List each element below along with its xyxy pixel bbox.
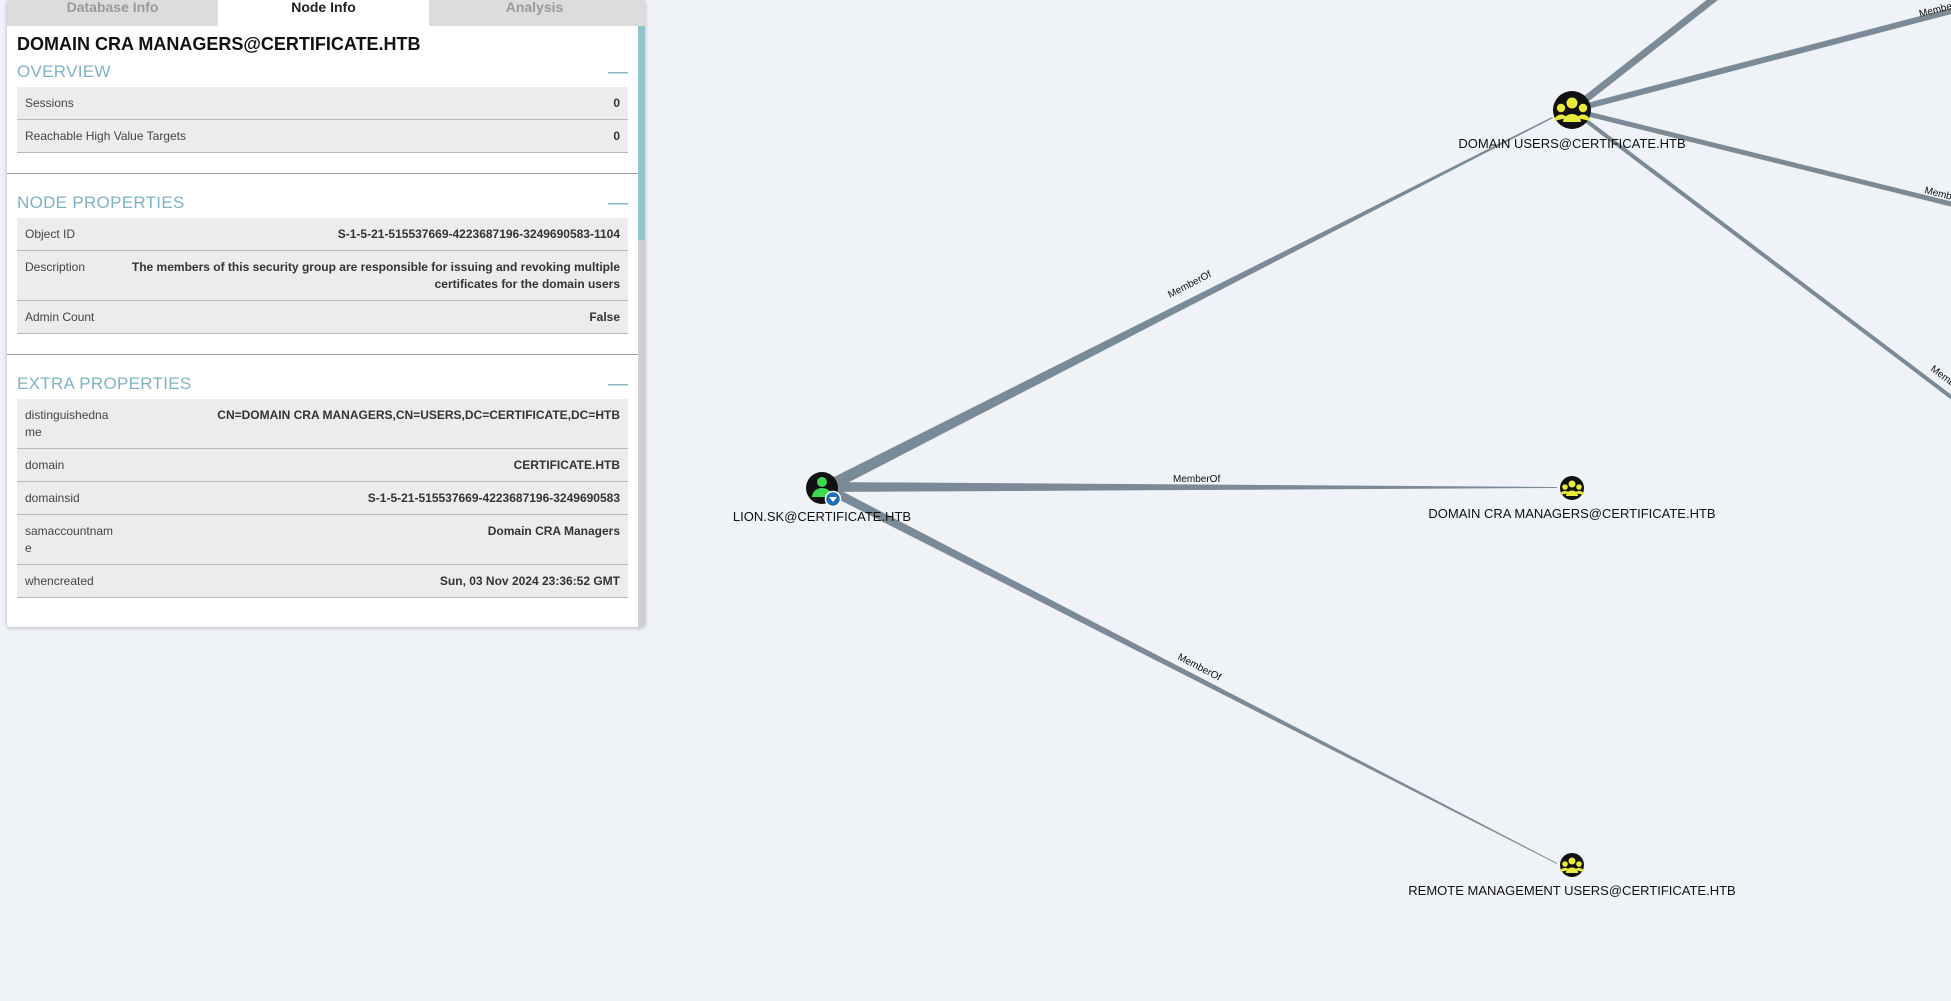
group-icon [1560, 480, 1584, 496]
prop-row-admin-count[interactable]: Admin Count False [17, 301, 628, 334]
node-lion-sk[interactable] [806, 472, 842, 508]
node-remote-mgmt[interactable] [1560, 853, 1584, 877]
extra-row-whencreated[interactable]: whencreated Sun, 03 Nov 2024 23:36:52 GM… [17, 565, 628, 598]
section-extra-properties-header[interactable]: EXTRA PROPERTIES — [7, 369, 638, 399]
row-key: samaccountname [25, 524, 114, 555]
section-extra-properties-title: EXTRA PROPERTIES [17, 374, 192, 393]
row-key: distinguishedname [25, 408, 109, 439]
group-icon [1560, 857, 1584, 873]
collapse-icon[interactable]: — [608, 61, 628, 83]
row-key: Description [25, 260, 86, 274]
row-value: 0 [613, 96, 620, 110]
section-overview-title: OVERVIEW [17, 62, 111, 81]
extra-properties-rows: distinguishedname CN=DOMAIN CRA MANAGERS… [17, 399, 628, 598]
row-value: S-1-5-21-515537669-4223687196-3249690583 [367, 491, 620, 505]
node-label-lion-sk: LION.SK@CERTIFICATE.HTB [733, 509, 911, 524]
tab-spacer [640, 0, 645, 26]
row-value: Sun, 03 Nov 2024 23:36:52 GMT [439, 574, 620, 588]
tab-node-info[interactable]: Node Info [218, 0, 429, 26]
row-key: whencreated [25, 574, 94, 588]
edge-lion-to-domain-users[interactable] [822, 117, 1553, 492]
row-value: CN=DOMAIN CRA MANAGERS,CN=USERS,DC=CERTI… [217, 408, 620, 422]
node-cra-managers[interactable] [1560, 476, 1584, 500]
row-key: Sessions [25, 96, 74, 110]
prop-row-object-id[interactable]: Object ID S-1-5-21-515537669-4223687196-… [17, 218, 628, 251]
info-panel: Database Info Node Info Analysis DOMAIN … [7, 0, 645, 627]
collapse-icon[interactable]: — [608, 192, 628, 214]
row-value: False [589, 310, 620, 324]
prop-row-description[interactable]: Description The members of this security… [17, 251, 628, 301]
row-value: Domain CRA Managers [487, 524, 620, 538]
row-key: domain [25, 458, 65, 472]
row-key: domainsid [25, 491, 80, 505]
edge-lion-to-remote-mgmt[interactable] [826, 486, 1557, 864]
section-node-properties-title: NODE PROPERTIES [17, 193, 185, 212]
edge-label-lion-cra: MemberOf [1173, 474, 1220, 485]
section-divider [7, 354, 638, 355]
edge-lion-to-cra-managers[interactable] [825, 482, 1557, 492]
row-value: S-1-5-21-515537669-4223687196-3249690583… [337, 227, 620, 241]
edge-offscreen-up[interactable] [1569, 0, 1725, 113]
node-info-content[interactable]: DOMAIN CRA MANAGERS@CERTIFICATE.HTB OVER… [7, 26, 638, 627]
node-label-domain-users: DOMAIN USERS@CERTIFICATE.HTB [1458, 136, 1685, 151]
node-title: DOMAIN CRA MANAGERS@CERTIFICATE.HTB [17, 34, 421, 54]
tab-database-info[interactable]: Database Info [7, 0, 218, 26]
edge-offscreen-right-top[interactable] [1571, 7, 1951, 113]
extra-row-distinguishedname[interactable]: distinguishedname CN=DOMAIN CRA MANAGERS… [17, 399, 628, 449]
row-key: Admin Count [25, 310, 95, 324]
node-label-remote-mgmt: REMOTE MANAGEMENT USERS@CERTIFICATE.HTB [1408, 883, 1735, 898]
panel-scrollbar-thumb[interactable] [638, 240, 645, 627]
edges [822, 0, 1951, 864]
group-icon [1554, 97, 1590, 122]
owned-badge-icon [824, 490, 842, 508]
row-value: 0 [613, 129, 620, 143]
row-key: Object ID [25, 227, 76, 241]
panel-tabs: Database Info Node Info Analysis [7, 0, 645, 26]
overview-row-sessions[interactable]: Sessions 0 [17, 87, 628, 120]
section-node-properties-header[interactable]: NODE PROPERTIES — [7, 188, 638, 218]
collapse-icon[interactable]: — [608, 373, 628, 395]
row-key: Reachable High Value Targets [25, 129, 186, 143]
edge-offscreen-right-low[interactable] [1570, 108, 1951, 400]
section-divider [7, 173, 638, 174]
overview-rows: Sessions 0 Reachable High Value Targets … [17, 87, 628, 153]
edge-offscreen-right-mid[interactable] [1571, 107, 1951, 207]
node-label-cra-managers: DOMAIN CRA MANAGERS@CERTIFICATE.HTB [1428, 506, 1715, 521]
node-properties-rows: Object ID S-1-5-21-515537669-4223687196-… [17, 218, 628, 334]
tab-analysis[interactable]: Analysis [429, 0, 640, 26]
section-overview-header[interactable]: OVERVIEW — [7, 57, 638, 87]
row-value: CERTIFICATE.HTB [513, 458, 620, 472]
node-domain-users[interactable] [1553, 91, 1591, 129]
extra-row-domain[interactable]: domain CERTIFICATE.HTB [17, 449, 628, 482]
extra-row-domainsid[interactable]: domainsid S-1-5-21-515537669-4223687196-… [17, 482, 628, 515]
overview-row-reachable-hvt[interactable]: Reachable High Value Targets 0 [17, 120, 628, 153]
extra-row-samaccountname[interactable]: samaccountname Domain CRA Managers [17, 515, 628, 565]
row-value: The members of this security group are r… [131, 260, 620, 291]
